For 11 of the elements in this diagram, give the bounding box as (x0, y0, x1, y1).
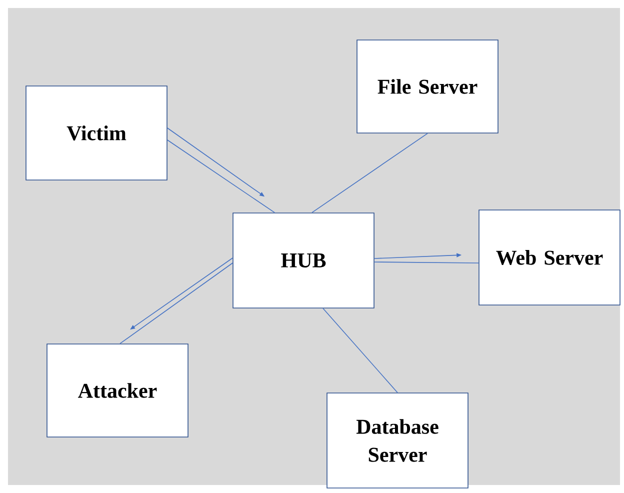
node-box: Attacker (46, 344, 188, 438)
node-box: Database Server (326, 392, 468, 488)
node-box: File Server (356, 40, 498, 134)
connector-line (374, 262, 479, 264)
connector-line (312, 133, 428, 213)
connector-line (120, 262, 233, 344)
connector-line (322, 308, 398, 393)
connector-line (167, 140, 275, 213)
node-box: Web Server (478, 210, 620, 306)
node-box: HUB (232, 212, 374, 308)
node-box: Victim (26, 86, 168, 180)
